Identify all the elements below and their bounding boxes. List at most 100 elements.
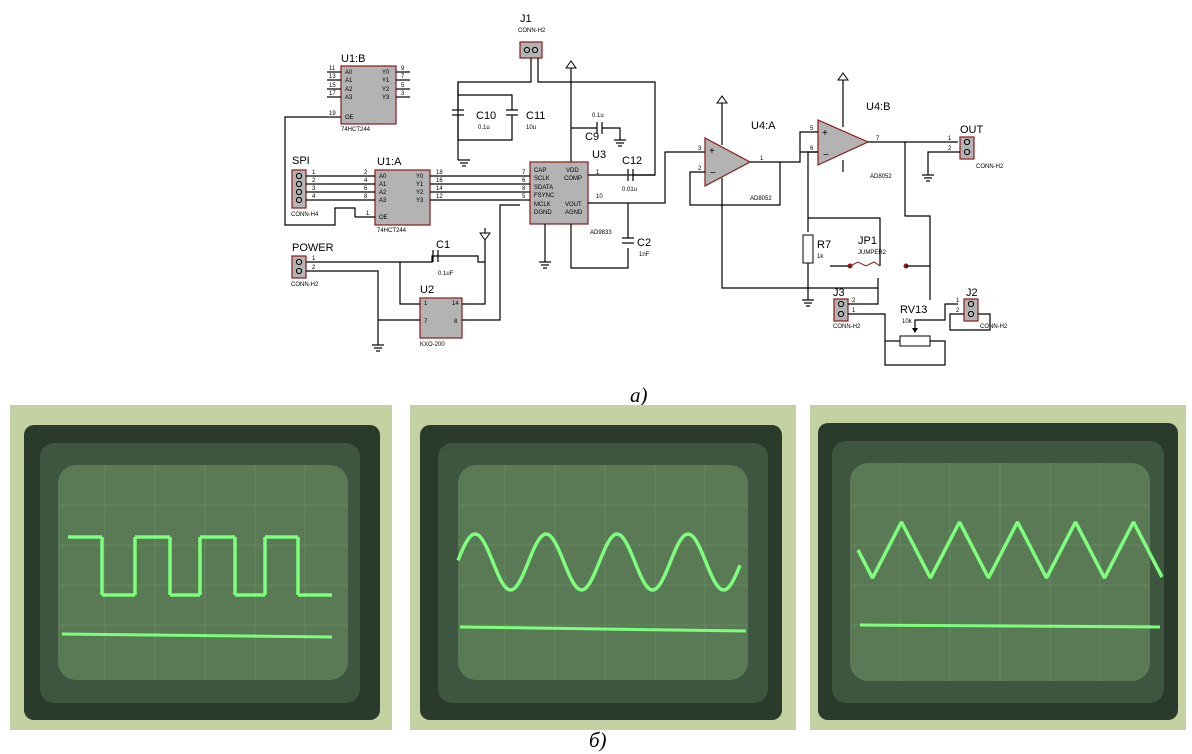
svg-text:3: 3 bbox=[401, 91, 405, 97]
svg-text:Y1: Y1 bbox=[416, 182, 424, 188]
svg-text:A3: A3 bbox=[379, 198, 387, 204]
svg-text:12: 12 bbox=[436, 194, 443, 200]
svg-text:+: + bbox=[709, 146, 715, 157]
out-connector: OUT 1 2 CONN-H2 bbox=[948, 124, 1004, 170]
svg-text:R7: R7 bbox=[817, 239, 831, 251]
u2-oscillator: U2 1 14 7 8 KXO-200 bbox=[419, 284, 463, 348]
svg-text:AD8052: AD8052 bbox=[870, 174, 892, 180]
oscillogram-square bbox=[10, 405, 392, 730]
svg-text:C12: C12 bbox=[622, 155, 642, 167]
spi-connector: SPI 1 2 3 4 CONN-H4 bbox=[291, 155, 322, 218]
svg-text:A2: A2 bbox=[379, 190, 387, 196]
svg-text:7: 7 bbox=[876, 136, 880, 142]
svg-text:A1: A1 bbox=[379, 182, 387, 188]
svg-text:C2: C2 bbox=[637, 237, 651, 249]
svg-text:C1: C1 bbox=[436, 239, 450, 251]
u4a-ref: U4:A bbox=[751, 120, 776, 132]
svg-text:C9: C9 bbox=[585, 131, 599, 143]
power-connector: POWER 1 2 CONN-H2 bbox=[291, 242, 334, 288]
svg-text:0.1uF: 0.1uF bbox=[438, 271, 454, 277]
svg-text:19: 19 bbox=[329, 111, 336, 117]
svg-text:COMP: COMP bbox=[564, 176, 582, 182]
j3-ref: J3 bbox=[833, 287, 845, 299]
svg-text:74HCT244: 74HCT244 bbox=[341, 127, 371, 133]
svg-text:14: 14 bbox=[436, 186, 443, 192]
svg-text:4: 4 bbox=[364, 178, 368, 184]
svg-text:SDATA: SDATA bbox=[534, 185, 553, 191]
sine-wave-trace bbox=[456, 532, 742, 592]
j3-connector: J3 2 1 CONN-H2 bbox=[833, 287, 861, 330]
c9-capacitor: C9 0.1u bbox=[571, 113, 626, 147]
circuit-schematic: .w { stroke:#000; stroke-width:1.2; fill… bbox=[284, 13, 1008, 366]
svg-text:1k: 1k bbox=[817, 254, 824, 260]
svg-text:AD8052: AD8052 bbox=[750, 196, 772, 202]
svg-text:DGND: DGND bbox=[534, 210, 552, 216]
svg-text:Y0: Y0 bbox=[382, 70, 390, 76]
svg-text:FSYNC: FSYNC bbox=[534, 193, 555, 199]
svg-text:CONN-H2: CONN-H2 bbox=[291, 282, 319, 288]
c2-capacitor: C2 1nF bbox=[588, 151, 705, 258]
svg-text:+: + bbox=[822, 128, 828, 139]
svg-text:1: 1 bbox=[312, 170, 316, 176]
svg-text:0.01u: 0.01u bbox=[622, 187, 637, 193]
svg-text:KXO-200: KXO-200 bbox=[420, 342, 445, 348]
svg-text:Y2: Y2 bbox=[382, 87, 390, 93]
u3-dds-generator: U3 CAP SCLK SDATA FSYNC MCLK DGND VDD CO… bbox=[522, 149, 612, 236]
svg-text:5: 5 bbox=[401, 83, 405, 89]
svg-text:1: 1 bbox=[852, 308, 856, 314]
svg-text:CONN-H2: CONN-H2 bbox=[976, 164, 1004, 170]
u4b-opamp: + − U4:B 5 6 7 AD8052 bbox=[810, 101, 892, 180]
c12-capacitor: C12 0.01u bbox=[588, 155, 655, 193]
j1-connector: J1 CONN-H2 bbox=[518, 13, 546, 59]
baseline-trace bbox=[459, 625, 747, 633]
svg-text:13: 13 bbox=[329, 74, 336, 80]
svg-text:SCLK: SCLK bbox=[534, 176, 550, 182]
spi-ref: SPI bbox=[292, 155, 310, 167]
svg-text:6: 6 bbox=[364, 186, 368, 192]
svg-text:CAP: CAP bbox=[534, 168, 546, 174]
svg-text:10k: 10k bbox=[902, 319, 913, 325]
svg-text:Y1: Y1 bbox=[382, 78, 390, 84]
svg-text:A1: A1 bbox=[345, 78, 353, 84]
svg-text:3: 3 bbox=[698, 146, 702, 152]
svg-text:CONN-H2: CONN-H2 bbox=[518, 28, 546, 34]
svg-text:AD9833: AD9833 bbox=[590, 230, 612, 236]
j2-connector: J2 1 2 CONN-H2 bbox=[956, 287, 1008, 330]
svg-text:2: 2 bbox=[312, 265, 316, 271]
svg-text:4: 4 bbox=[312, 194, 316, 200]
power-ref: POWER bbox=[292, 242, 334, 254]
svg-text:A3: A3 bbox=[345, 95, 353, 101]
svg-text:VDD: VDD bbox=[566, 168, 579, 174]
c10-capacitor: C10 0.1u bbox=[452, 82, 496, 140]
j1-ref: J1 bbox=[520, 13, 532, 25]
j2-ref: J2 bbox=[966, 287, 978, 299]
svg-text:A2: A2 bbox=[345, 87, 353, 93]
svg-text:−: − bbox=[823, 150, 829, 161]
oscillogram-sine bbox=[410, 405, 796, 730]
svg-text:2: 2 bbox=[312, 178, 316, 184]
oscillogram-triangle bbox=[810, 405, 1186, 730]
svg-text:2: 2 bbox=[956, 308, 960, 314]
svg-text:A0: A0 bbox=[345, 70, 353, 76]
svg-text:74HCT244: 74HCT244 bbox=[377, 228, 407, 234]
svg-text:10u: 10u bbox=[526, 125, 536, 131]
baseline-trace bbox=[61, 632, 333, 639]
svg-text:15: 15 bbox=[329, 83, 336, 89]
svg-text:RV13: RV13 bbox=[900, 304, 927, 316]
svg-text:6: 6 bbox=[810, 146, 814, 152]
svg-text:1: 1 bbox=[596, 170, 600, 176]
svg-text:8: 8 bbox=[522, 186, 526, 192]
svg-text:Y3: Y3 bbox=[416, 198, 424, 204]
u2-ref: U2 bbox=[420, 284, 434, 296]
svg-text:8: 8 bbox=[454, 319, 458, 325]
svg-text:18: 18 bbox=[436, 170, 443, 176]
u1a-buffer: U1:A 2 4 6 8 18 16 14 12 A0 A1 A2 A3 Y0 … bbox=[322, 156, 520, 234]
svg-text:1: 1 bbox=[948, 136, 952, 142]
svg-text:17: 17 bbox=[329, 91, 336, 97]
out-ref: OUT bbox=[960, 124, 984, 136]
square-wave-trace bbox=[68, 535, 332, 597]
svg-text:7: 7 bbox=[424, 319, 428, 325]
svg-text:2: 2 bbox=[948, 146, 952, 152]
svg-text:CONN-H4: CONN-H4 bbox=[291, 212, 319, 218]
baseline-trace bbox=[859, 623, 1161, 629]
